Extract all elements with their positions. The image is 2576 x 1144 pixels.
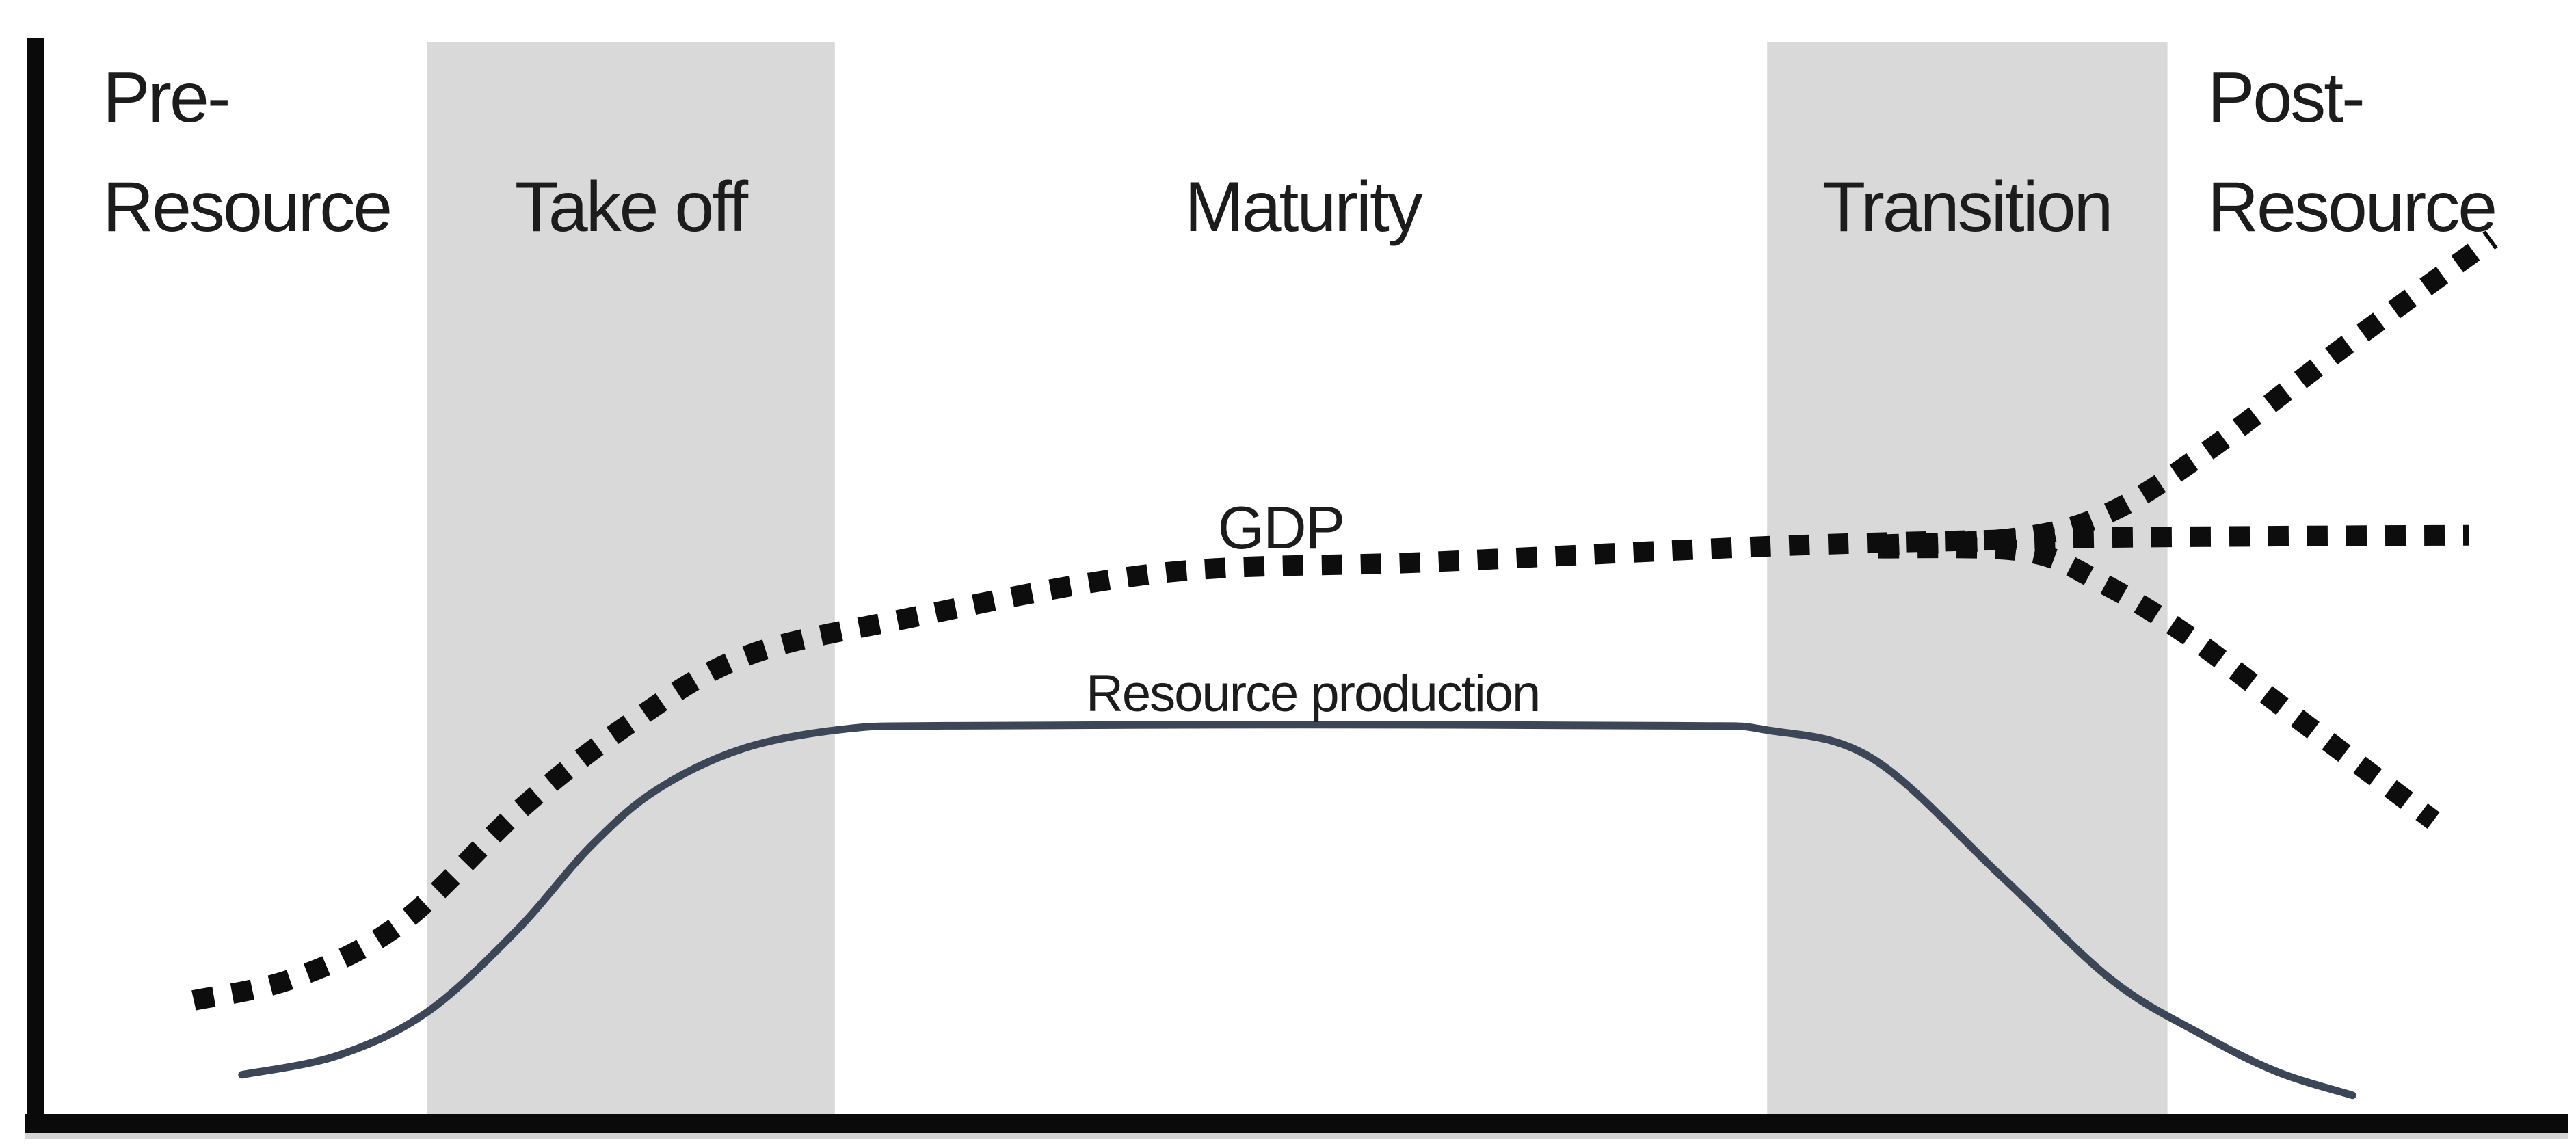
phase-label-take-off: Take off	[515, 168, 749, 247]
series-gdp-post-resource-branch-decline-	[1878, 537, 2440, 829]
series-resource-production	[238, 721, 2356, 1100]
phase-band-transition	[1767, 42, 2168, 1115]
x-axis-shadow	[25, 1133, 2568, 1139]
phase-label-maturity: Maturity	[1184, 168, 1423, 247]
y-axis	[27, 38, 44, 1124]
gdp-curve-label: GDP	[1218, 494, 1344, 561]
series-paths	[191, 230, 2498, 1100]
phase-label-pre-line2: Resource	[103, 168, 390, 247]
series-gdp	[191, 529, 2019, 1011]
phase-label-post-line1: Post-	[2207, 58, 2363, 137]
phase-label-pre-line1: Pre-	[103, 58, 228, 137]
phase-bands	[427, 42, 2168, 1115]
resource-curve-label: Resource production	[1086, 665, 1539, 723]
phase-label-post-line2: Resource	[2207, 168, 2495, 247]
phase-band-take-off	[427, 42, 835, 1115]
x-axis	[25, 1114, 2568, 1133]
phase-label-transition: Transition	[1822, 168, 2112, 247]
